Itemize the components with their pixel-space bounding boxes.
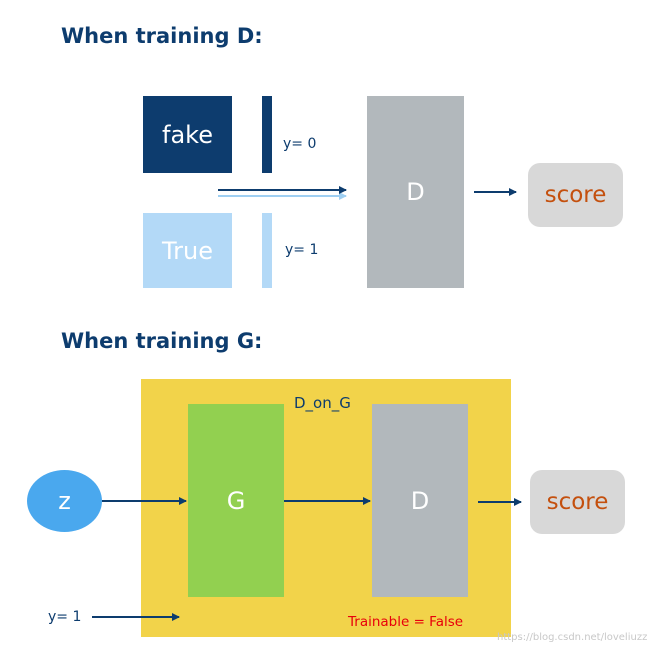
- score-box-g: score: [530, 470, 625, 534]
- trainable-false-label: Trainable = False: [348, 614, 464, 630]
- true-box: True: [143, 213, 232, 288]
- discriminator-label-d: D: [406, 178, 425, 206]
- score-label-g: score: [546, 489, 609, 515]
- z-circle: z: [27, 470, 102, 532]
- discriminator-box-g: D: [372, 404, 468, 597]
- generator-box: G: [188, 404, 284, 597]
- fake-box: fake: [143, 96, 232, 173]
- score-label-d: score: [544, 182, 607, 208]
- fake-label: fake: [162, 120, 213, 149]
- score-box-d: score: [528, 163, 623, 227]
- y-one-label: y= 1: [48, 609, 82, 625]
- fake-bar: [262, 96, 272, 173]
- heading-training-g: When training G:: [61, 329, 263, 353]
- y-true-label: y= 1: [285, 242, 319, 258]
- discriminator-label-g: D: [410, 486, 430, 515]
- true-bar: [262, 213, 272, 288]
- z-label: z: [58, 487, 71, 515]
- generator-label: G: [226, 486, 246, 515]
- heading-training-d: When training D:: [61, 24, 263, 48]
- y-fake-label: y= 0: [283, 136, 317, 152]
- watermark-text: https://blog.csdn.net/loveliuzz: [497, 632, 648, 643]
- discriminator-box-d: D: [367, 96, 464, 288]
- d-on-g-label: D_on_G: [294, 394, 351, 412]
- true-label: True: [162, 236, 213, 265]
